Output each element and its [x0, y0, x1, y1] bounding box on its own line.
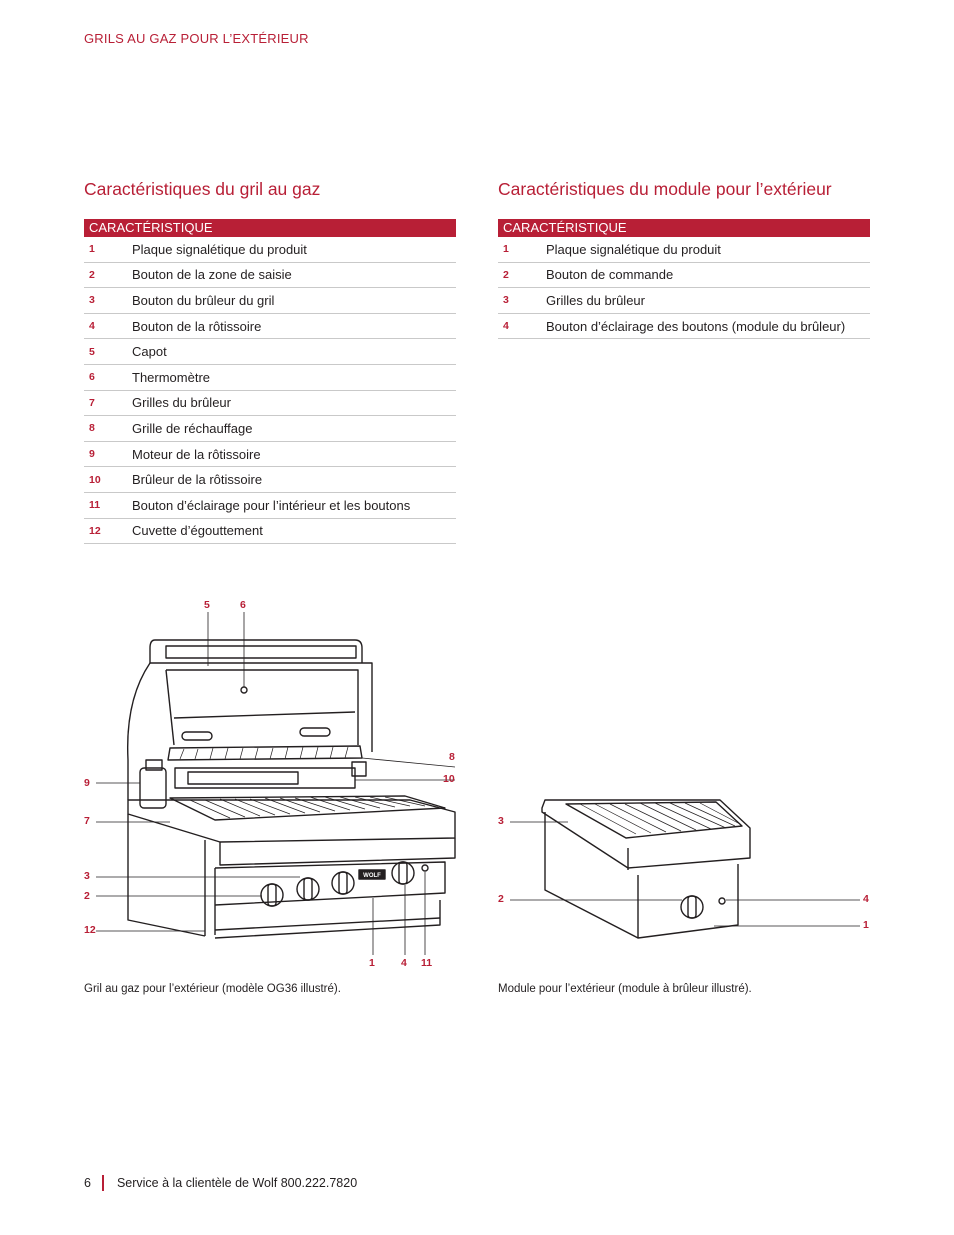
feature-label: Moteur de la rôtissoire: [132, 446, 261, 462]
table-row: 1 Plaque signalétique du produit: [84, 237, 456, 263]
table-row: 4 Bouton d’éclairage des boutons (module …: [498, 314, 870, 340]
grill-figure-caption: Gril au gaz pour l’extérieur (modèle OG3…: [84, 983, 341, 995]
table-row: 2 Bouton de la zone de saisie: [84, 263, 456, 289]
feature-label: Bouton du brûleur du gril: [132, 292, 275, 308]
feature-label: Grilles du brûleur: [546, 292, 645, 308]
feature-label: Bouton de la rôtissoire: [132, 318, 262, 334]
table-row: 7 Grilles du brûleur: [84, 391, 456, 417]
table-row: 12 Cuvette d’égouttement: [84, 519, 456, 545]
feature-number: 2: [89, 268, 95, 281]
callout-10: 10: [443, 773, 455, 785]
feature-label: Bouton d’éclairage pour l’intérieur et l…: [132, 497, 411, 513]
page-number: 6: [84, 1176, 91, 1190]
feature-number: 5: [89, 345, 95, 358]
feature-label: Grille de réchauffage: [132, 420, 253, 436]
table-row: 6 Thermomètre: [84, 365, 456, 391]
page-footer: 6 Service à la clientèle de Wolf 800.222…: [84, 1175, 357, 1191]
callout-7: 7: [84, 815, 90, 827]
callout-9: 9: [84, 777, 90, 789]
footer-divider: [101, 1175, 104, 1191]
module-callout-4: 4: [863, 893, 869, 905]
module-features-section: Caractéristiques du module pour l’extéri…: [498, 178, 870, 340]
feature-number: 1: [89, 243, 95, 256]
feature-label: Brûleur de la rôtissoire: [132, 472, 263, 488]
feature-label: Plaque signalétique du produit: [132, 241, 307, 257]
table-row: 3 Bouton du brûleur du gril: [84, 288, 456, 314]
module-features-title: Caractéristiques du module pour l’extéri…: [498, 179, 832, 199]
feature-label: Bouton d’éclairage des boutons (module d…: [546, 318, 846, 334]
feature-number: 8: [89, 422, 95, 435]
feature-number: 7: [89, 396, 95, 409]
feature-number: 12: [89, 524, 101, 537]
feature-label: Capot: [132, 344, 167, 360]
module-table-header: CARACTÉRISTIQUE: [498, 219, 870, 237]
module-figure-caption: Module pour l’extérieur (module à brûleu…: [498, 983, 752, 995]
feature-number: 3: [89, 294, 95, 307]
callout-8: 8: [449, 751, 455, 763]
grill-table-header: CARACTÉRISTIQUE: [84, 219, 456, 237]
feature-number: 11: [89, 499, 101, 512]
service-contact: Service à la clientèle de Wolf 800.222.7…: [116, 1176, 358, 1190]
running-head: GRILS AU GAZ POUR L’EXTÉRIEUR: [84, 31, 309, 46]
feature-number: 9: [89, 448, 95, 461]
feature-label: Grilles du brûleur: [132, 395, 231, 411]
feature-number: 4: [503, 320, 509, 333]
feature-label: Cuvette d’égouttement: [132, 523, 263, 539]
module-callout-3: 3: [498, 815, 504, 827]
table-row: 3 Grilles du brûleur: [498, 288, 870, 314]
feature-number: 10: [89, 473, 101, 486]
table-row: 5 Capot: [84, 339, 456, 365]
feature-number: 1: [503, 243, 509, 256]
table-row: 4 Bouton de la rôtissoire: [84, 314, 456, 340]
callout-11: 11: [421, 957, 433, 969]
module-callout-2: 2: [498, 893, 504, 905]
feature-number: 2: [503, 268, 509, 281]
feature-label: Plaque signalétique du produit: [546, 241, 721, 257]
table-row: 8 Grille de réchauffage: [84, 416, 456, 442]
table-row: 9 Moteur de la rôtissoire: [84, 442, 456, 468]
table-row: 2 Bouton de commande: [498, 263, 870, 289]
callout-3: 3: [84, 870, 90, 882]
feature-number: 6: [89, 371, 95, 384]
callout-1: 1: [369, 957, 375, 969]
callout-2: 2: [84, 890, 90, 902]
callout-6: 6: [240, 599, 246, 611]
grill-features-section: Caractéristiques du gril au gaz CARACTÉR…: [84, 178, 456, 545]
feature-number: 3: [503, 294, 509, 307]
table-row: 11 Bouton d’éclairage pour l’intérieur et…: [84, 493, 456, 519]
feature-label: Bouton de commande: [546, 267, 674, 283]
callout-12: 12: [84, 924, 96, 936]
feature-number: 4: [89, 320, 95, 333]
feature-label: Thermomètre: [132, 369, 211, 385]
callout-5: 5: [204, 599, 210, 611]
wolf-logo: WOLF: [363, 873, 381, 879]
module-callout-1: 1: [863, 919, 869, 931]
grill-features-title: Caractéristiques du gril au gaz: [84, 179, 321, 199]
table-row: 10 Brûleur de la rôtissoire: [84, 467, 456, 493]
feature-label: Bouton de la zone de saisie: [132, 267, 292, 283]
table-row: 1 Plaque signalétique du produit: [498, 237, 870, 263]
callout-4: 4: [401, 957, 407, 969]
